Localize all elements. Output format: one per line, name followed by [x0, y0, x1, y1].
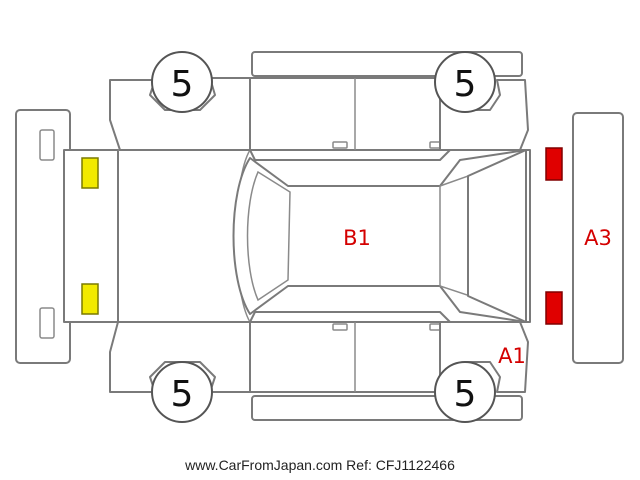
front-bumper [15, 109, 71, 364]
wheel-front-right: 5 [434, 51, 496, 113]
rear-bumper [572, 112, 624, 364]
wheel-rear-left: 5 [151, 361, 213, 423]
damage-code-rear-corner: A1 [498, 344, 526, 368]
wheel-rear-right: 5 [434, 361, 496, 423]
wheel-front-right-value: 5 [454, 64, 477, 105]
rear-light-bottom [545, 291, 563, 325]
front-light-bottom [81, 283, 99, 315]
footer-reference: www.CarFromJapan.com Ref: CFJ1122466 [185, 457, 455, 473]
rear-light-top [545, 147, 563, 181]
side-panel-top [109, 51, 529, 151]
wheel-front-left: 5 [151, 51, 213, 113]
cabin-roof [232, 149, 527, 323]
wheel-rear-right-value: 5 [454, 374, 477, 415]
front-light-top [81, 157, 99, 189]
wheel-rear-left-value: 5 [171, 374, 194, 415]
damage-code-roof: B1 [343, 226, 371, 250]
damage-code-rear-bumper: A3 [584, 226, 612, 250]
wheel-front-left-value: 5 [171, 64, 194, 105]
